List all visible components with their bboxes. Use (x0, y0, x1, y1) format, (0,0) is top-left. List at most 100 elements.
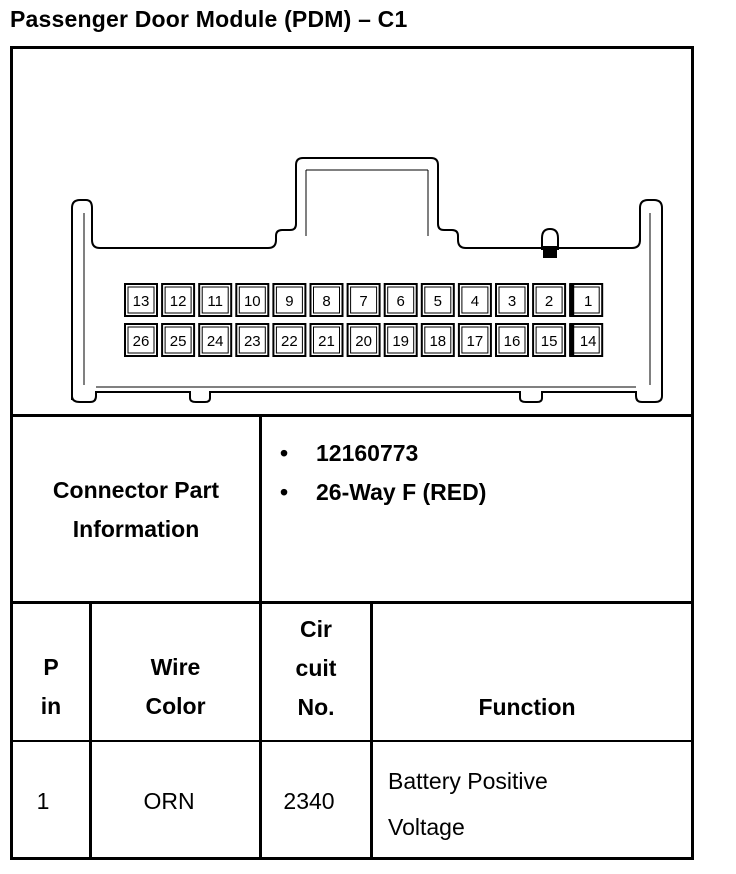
part-info-label-line: Connector Part (52, 477, 220, 503)
pin-cavity (532, 283, 567, 317)
pin-key-marker (569, 284, 575, 316)
part-info-label-line: Information (72, 516, 200, 542)
pin-cavity (420, 283, 455, 317)
pin-cavity (495, 323, 529, 357)
pin-row-bottom: 26 25 24 23 22 21 20 19 18 17 16 15 14 (124, 323, 604, 357)
pin-cavity (272, 283, 307, 317)
wire-color-cell: ORN (143, 788, 195, 814)
pin-cavity (161, 323, 196, 357)
pin-cavity-inner (350, 326, 378, 354)
pin-cavity-inner (313, 326, 340, 354)
pin-cavity-inner (350, 286, 378, 314)
part-number: 12160773 (316, 440, 419, 466)
table-divider (10, 601, 694, 604)
function-line: Voltage (388, 814, 465, 840)
pin-number-label: 13 (133, 293, 150, 310)
pin-header: P in (13, 648, 89, 726)
circuit-header: Cir cuit No. (262, 610, 370, 727)
pin-cavity (309, 283, 344, 317)
pin-number-label: 1 (584, 293, 592, 310)
pin-number-label: 5 (434, 293, 442, 310)
pin-number-label: 20 (355, 333, 372, 350)
circuit-cell: 2340 (283, 788, 335, 814)
connector-type-item: •26-Way F (RED) (280, 473, 486, 512)
pin-cavity (272, 323, 307, 357)
page-title: Passenger Door Module (PDM) – C1 (10, 6, 408, 32)
table-divider (89, 601, 92, 860)
pin-number-label: 26 (133, 333, 150, 350)
pin-cavity (309, 323, 344, 357)
latch-tab-icon (543, 246, 557, 258)
pin-cell: 1 (36, 788, 50, 814)
document-frame (10, 46, 694, 860)
pin-cavity (124, 283, 158, 317)
circuit-header-line: cuit (295, 655, 337, 681)
pin-cavity-inner (461, 286, 489, 314)
pin-cavity (198, 323, 233, 357)
pin-number-label: 4 (471, 293, 479, 310)
bullet-icon: • (280, 440, 289, 466)
pin-cavity-inner (424, 286, 452, 314)
part-info-label: Connector Part Information (13, 471, 259, 549)
pin-cavity-inner (461, 326, 489, 354)
pin-cavity-inner (387, 286, 415, 314)
pin-cavity-inner (238, 286, 266, 314)
connector-outline (71, 157, 663, 403)
pin-number-label: 3 (508, 293, 516, 310)
bullet-icon: • (280, 479, 289, 505)
pin-number-label: 17 (467, 333, 484, 350)
pin-number-label: 25 (170, 333, 187, 350)
pin-cavity (235, 323, 270, 357)
pin-number-label: 21 (318, 333, 335, 350)
pin-header-line: in (40, 693, 62, 719)
pin-number-label: 6 (397, 293, 405, 310)
pin-number-label: 22 (281, 333, 298, 350)
pin-cavity-inner (201, 326, 229, 354)
pin-cavity (383, 323, 418, 357)
pin-number-label: 8 (322, 293, 330, 310)
pin-cavity-inner (535, 286, 563, 314)
pin-key-marker (569, 324, 575, 356)
pin-number-label: 23 (244, 333, 261, 350)
pin-number-label: 19 (392, 333, 409, 350)
pin-cavity-inner (498, 326, 526, 354)
pin-cavity-inner (201, 286, 229, 314)
pin-number-label: 16 (504, 333, 521, 350)
pin-cavity-inner (535, 326, 563, 354)
pin-number-label: 18 (429, 333, 446, 350)
pin-cavity-inner (424, 326, 452, 354)
part-info-bullets: • 12160773 •26-Way F (RED) (280, 434, 486, 512)
pin-number-label: 10 (244, 293, 261, 310)
table-divider (370, 601, 373, 860)
pin-number-label: 11 (207, 293, 223, 310)
table-divider (10, 740, 694, 742)
pin-cavity (532, 323, 567, 357)
function-header: Function (478, 694, 576, 720)
wire-header-line: Color (145, 693, 206, 719)
pin-cavity (346, 323, 381, 357)
pin-cavity (161, 283, 196, 317)
latch-icon (541, 227, 559, 250)
pin-number-label: 12 (170, 293, 187, 310)
pin-cavity (346, 283, 381, 317)
pin-cavity-inner (275, 326, 303, 354)
pin-number-label: 9 (285, 293, 293, 310)
pin-cavity-inner (313, 286, 340, 314)
pin-number-label: 15 (541, 333, 558, 350)
pin-cavity-inner (127, 326, 155, 354)
pin-cavity-inner (387, 326, 415, 354)
wire-color-header: Wire Color (92, 648, 259, 726)
pin-number-label: 24 (207, 333, 224, 350)
function-line: Battery Positive (388, 768, 548, 794)
pin-cavity (495, 283, 529, 317)
function-cell: Battery Positive Voltage (388, 758, 688, 850)
pin-cavity (457, 283, 492, 317)
pin-cavity (383, 283, 418, 317)
table-divider (10, 414, 694, 417)
pin-number-label: 2 (545, 293, 553, 310)
pin-number-label: 14 (580, 333, 597, 350)
pin-cavity (420, 323, 455, 357)
wire-header-line: Wire (150, 654, 201, 680)
pin-cavity-inner (498, 286, 526, 314)
